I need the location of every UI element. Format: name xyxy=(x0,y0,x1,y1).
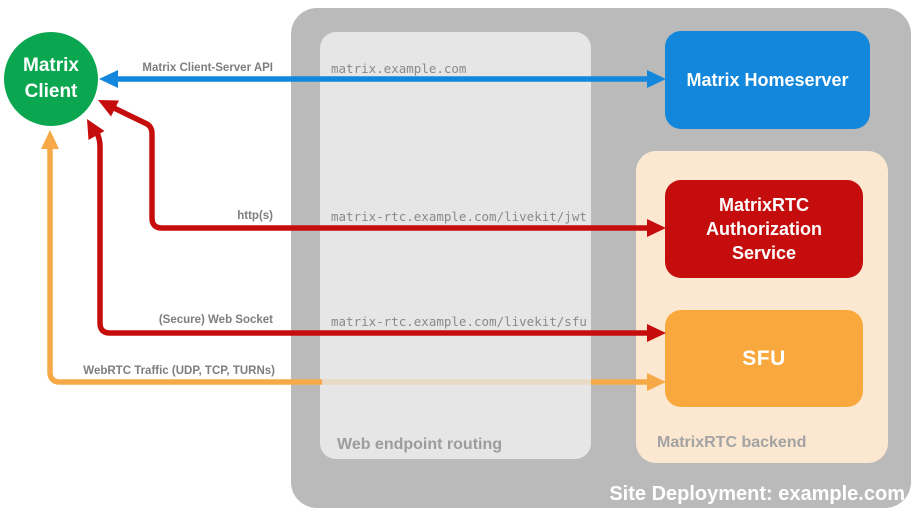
matrixrtc-auth-service-node: MatrixRTC Authorization Service xyxy=(665,180,863,278)
webrtc-traffic-label: WebRTC Traffic (UDP, TCP, TURNs) xyxy=(83,365,275,377)
matrixrtc-backend-label: MatrixRTC backend xyxy=(657,434,807,451)
webrtc-arrow-line xyxy=(47,146,322,385)
https-arrowhead-client xyxy=(98,100,119,117)
auth-service-label-line1: MatrixRTC xyxy=(718,195,809,215)
https-label: http(s) xyxy=(237,210,273,222)
client-server-arrowhead-client xyxy=(99,70,118,88)
matrix-client-label-line1: Matrix xyxy=(23,55,79,76)
endpoint-livekit-sfu: matrix-rtc.example.com/livekit/sfu xyxy=(331,314,587,329)
matrix-homeserver-label: Matrix Homeserver xyxy=(686,69,849,90)
matrix-client-label-line2: Client xyxy=(24,81,78,102)
web-socket-arrowhead-client xyxy=(87,119,105,140)
endpoint-livekit-jwt: matrix-rtc.example.com/livekit/jwt xyxy=(331,209,587,224)
endpoint-matrix-example: matrix.example.com xyxy=(331,61,467,76)
matrix-client-node: Matrix Client xyxy=(4,32,98,126)
client-server-api-label: Matrix Client-Server API xyxy=(142,62,273,74)
auth-service-label-line2: Authorization xyxy=(706,219,822,239)
matrix-homeserver-node: Matrix Homeserver xyxy=(665,31,870,129)
web-socket-label: (Secure) Web Socket xyxy=(158,314,273,326)
webrtc-arrowhead-client xyxy=(41,130,59,149)
site-deployment-title: Site Deployment: example.com xyxy=(609,483,905,505)
web-endpoint-routing-group xyxy=(320,32,591,459)
web-endpoint-routing-label: Web endpoint routing xyxy=(337,436,503,453)
auth-service-label-line3: Service xyxy=(731,243,797,263)
sfu-label: SFU xyxy=(742,346,786,370)
sfu-node: SFU xyxy=(665,310,863,407)
